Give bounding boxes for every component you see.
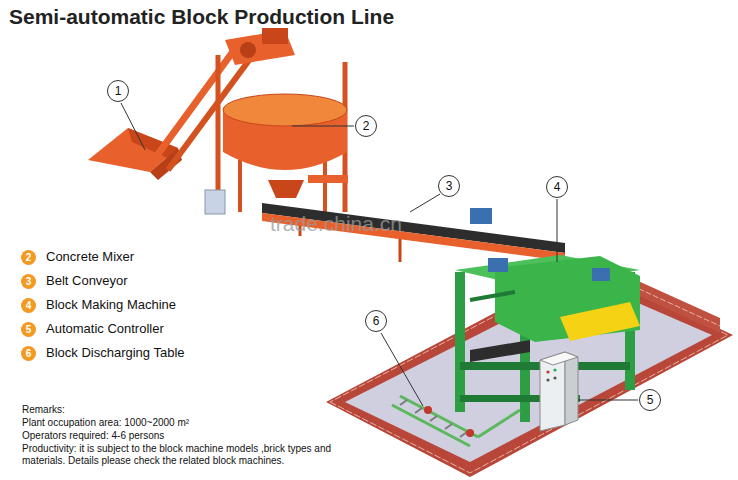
legend-text: Concrete Mixer — [46, 249, 134, 264]
legend-number: 5 — [21, 322, 36, 337]
callout-number: 5 — [639, 389, 661, 411]
block-making-machine-part — [592, 268, 610, 281]
legend-swatch: 4 — [21, 298, 36, 313]
skip-hoist-part — [262, 28, 288, 44]
block-making-machine-part — [495, 256, 640, 342]
leader-lines-part — [121, 103, 145, 150]
legend-text: Block Making Machine — [46, 297, 176, 312]
automatic-controller-part — [546, 370, 549, 373]
block-discharging-table-part — [400, 400, 407, 405]
concrete-mixer-part — [223, 94, 347, 126]
concrete-mixer — [205, 55, 348, 214]
belt-conveyor-part — [399, 236, 402, 262]
remark-note: Operators required: 4-6 persons — [22, 430, 164, 442]
legend-swatch: 2 — [21, 250, 36, 265]
concrete-mixer-part — [238, 160, 242, 212]
block-discharging-table-part — [430, 416, 437, 421]
callout-number: 2 — [355, 115, 377, 137]
concrete-mixer-part — [268, 180, 304, 198]
belt-conveyor-part — [470, 208, 492, 224]
remark-note: Plant occupation area: 1000~2000 m² — [22, 417, 189, 429]
watermark: trade.china.cn — [270, 212, 402, 236]
legend-swatch: 6 — [21, 346, 36, 361]
block-discharging-table-part — [466, 429, 474, 437]
automatic-controller-part — [546, 378, 549, 381]
legend-text: Belt Conveyor — [46, 273, 128, 288]
block-making-machine-part — [470, 292, 515, 300]
block-discharging-table-part — [415, 408, 422, 413]
automatic-controller — [540, 352, 578, 431]
diagram-title: Semi-automatic Block Production Line — [9, 5, 394, 29]
leader-lines-part — [578, 400, 638, 401]
legend-number: 2 — [21, 250, 36, 265]
concrete-mixer-part — [323, 160, 327, 212]
block-making-machine-part — [560, 302, 640, 341]
callout-number: 6 — [365, 310, 387, 332]
leader-lines — [121, 103, 638, 406]
legend-text: Automatic Controller — [46, 321, 164, 336]
automatic-controller-part — [553, 368, 556, 371]
callout-number: 4 — [546, 176, 568, 198]
remark-note: Remarks: — [22, 404, 65, 416]
concrete-mixer-part — [205, 190, 225, 214]
leader-lines-part — [381, 333, 423, 406]
leader-lines-part — [410, 194, 440, 212]
block-making-machine-part — [470, 340, 530, 362]
legend-number: 4 — [21, 298, 36, 313]
automatic-controller-part — [540, 352, 578, 365]
legend-swatch: 3 — [21, 274, 36, 289]
leader-lines-part — [557, 199, 558, 262]
skip-hoist-part — [240, 42, 256, 58]
leader-lines-part — [292, 126, 354, 127]
automatic-controller-part — [565, 352, 578, 425]
legend-swatch: 5 — [21, 322, 36, 337]
block-discharging-table-part — [445, 424, 452, 429]
belt-conveyor-part — [262, 213, 565, 261]
legend-number: 6 — [21, 346, 36, 361]
automatic-controller-part — [553, 376, 556, 379]
block-making-machine-part — [488, 258, 508, 272]
concrete-mixer-part — [216, 55, 221, 212]
legend-text: Block Discharging Table — [46, 345, 185, 360]
callout-number: 1 — [107, 80, 129, 102]
belt-conveyor — [262, 203, 565, 262]
concrete-mixer-part — [308, 175, 348, 183]
remark-note: Productivity: it is subject to the block… — [22, 443, 367, 467]
block-discharging-table-part — [478, 410, 520, 437]
block-discharging-table-part — [400, 396, 478, 437]
legend-number: 3 — [21, 274, 36, 289]
block-discharging-table-part — [424, 406, 432, 414]
block-discharging-table-part — [460, 432, 467, 437]
belt-conveyor-part — [262, 203, 565, 253]
block-discharging-table — [392, 396, 520, 446]
callout-number: 3 — [438, 175, 460, 197]
block-making-machine-part — [455, 272, 465, 412]
